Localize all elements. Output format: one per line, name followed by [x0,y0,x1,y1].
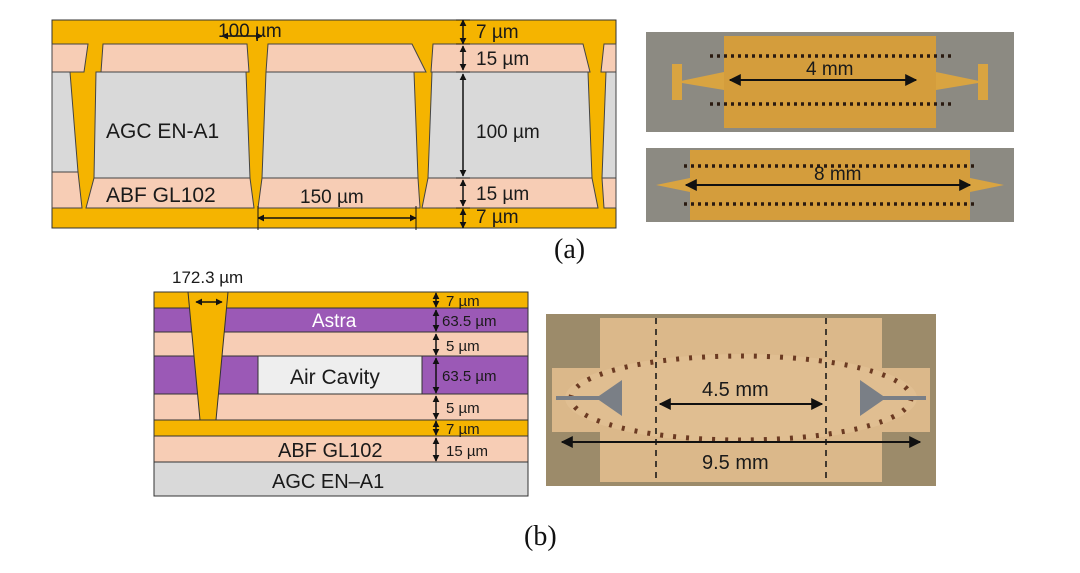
panel-b-photo-outer-length-label: 9.5 mm [702,452,769,474]
panel-a-core-thickness-label: 100 µm [476,122,540,143]
panel-b-abf-label: ABF GL102 [278,440,383,462]
panel-b-photo-inner-length-label: 4.5 mm [702,379,769,401]
panel-b-astra-label: Astra [312,311,357,332]
panel-a-core-layer [51,71,617,179]
panel-b-dim-top-cu: 7 µm [446,293,480,310]
panel-b-caption: (b) [524,521,557,552]
panel-a-spacing-label: 150 µm [300,187,364,208]
panel-b-dim-abf-2: 5 µm [446,400,480,417]
panel-a-top-abf-layer [51,43,617,73]
panel-a-cross-section: 100 µm 7 µm 15 µm 100 µm 15 µm 7 µm AGC … [51,19,617,230]
panel-a-via-pitch-label: 100 µm [218,21,282,42]
panel-b-air-cavity [257,355,423,395]
panel-a-bottom-cu-label: 7 µm [476,207,519,228]
panel-a-photo-bottom: 8 mm [646,148,1014,222]
panel-b-via-width-label: 172.3 µm [172,268,243,287]
panel-b-dim-abf-1: 5 µm [446,338,480,355]
panel-a-core-material-label: AGC EN-A1 [106,120,219,143]
panel-b-core-layer [153,461,529,497]
panel-b-photo: 4.5 mm 9.5 mm [546,314,936,486]
panel-a-top-abf-label: 15 µm [476,49,529,70]
panel-b-via [187,291,229,421]
panel-b-air-cavity-label: Air Cavity [290,366,380,389]
panel-b-abf-gl102-layer [153,435,529,463]
panel-a-photo-top-length-label: 4 mm [806,59,854,80]
panel-a-photo-bottom-length-label: 8 mm [814,164,862,185]
panel-a-buildup-material-label: ABF GL102 [106,184,216,207]
panel-b-cross-section: 172.3 µm 7 µm 63.5 µm 5 µm 63.5 µm 5 µm … [153,268,529,497]
panel-b-dim-astra-1: 63.5 µm [442,313,497,330]
panel-a-dimension-arrows [221,19,470,230]
panel-b-dim-bottom-cu: 7 µm [446,421,480,438]
panel-a-top-cu-label: 7 µm [476,22,519,43]
panel-a-bottom-abf-label: 15 µm [476,184,529,205]
panel-b-dim-astra-2: 63.5 µm [442,368,497,385]
panel-a-caption: (a) [554,234,585,265]
panel-a-photo-top: 4 mm [646,32,1014,132]
panel-b-dim-abf-gl102: 15 µm [446,443,488,460]
panel-b-dimension-arrows [195,292,440,462]
panel-b-core-label: AGC EN–A1 [272,471,384,493]
